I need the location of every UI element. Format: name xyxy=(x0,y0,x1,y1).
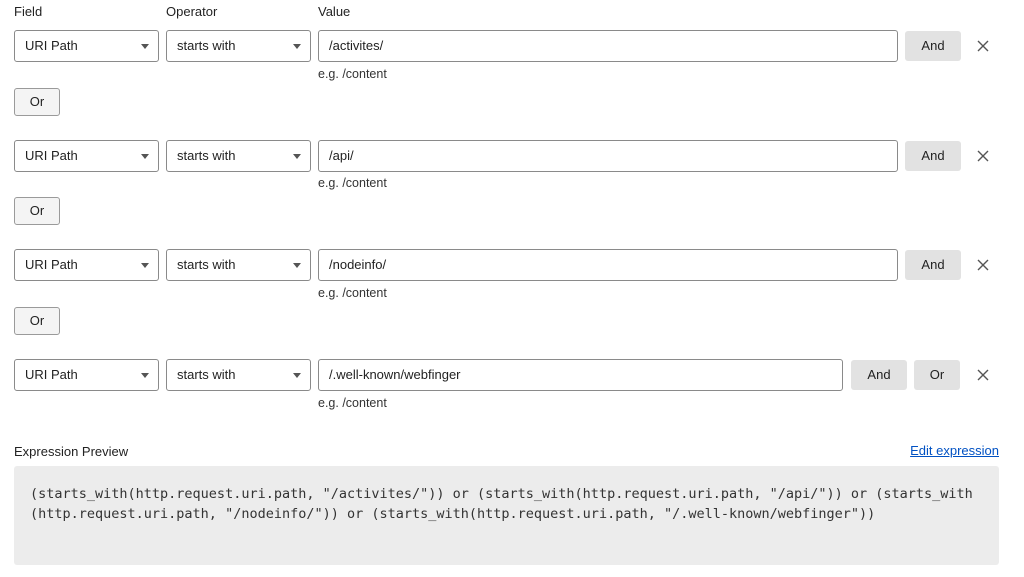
chevron-down-icon xyxy=(293,263,301,268)
operator-select[interactable]: starts with xyxy=(166,249,311,281)
chevron-down-icon xyxy=(293,44,301,49)
edit-expression-link[interactable]: Edit expression xyxy=(910,443,999,458)
value-input[interactable]: /nodeinfo/ xyxy=(318,249,898,281)
value-hint: e.g. /content xyxy=(318,286,387,300)
value-input[interactable]: /.well-known/webfinger xyxy=(318,359,843,391)
chevron-down-icon xyxy=(141,44,149,49)
operator-select[interactable]: starts with xyxy=(166,359,311,391)
chevron-down-icon xyxy=(293,373,301,378)
field-select[interactable]: URI Path xyxy=(14,359,159,391)
field-header: Field xyxy=(14,4,43,19)
value-input[interactable]: /activites/ xyxy=(318,30,898,62)
close-icon[interactable] xyxy=(975,38,991,54)
chevron-down-icon xyxy=(141,263,149,268)
close-icon[interactable] xyxy=(975,148,991,164)
operator-select-value: starts with xyxy=(177,367,236,382)
close-icon[interactable] xyxy=(975,367,991,383)
chevron-down-icon xyxy=(141,373,149,378)
field-select[interactable]: URI Path xyxy=(14,30,159,62)
value-input[interactable]: /api/ xyxy=(318,140,898,172)
value-header: Value xyxy=(318,4,351,19)
and-button[interactable]: And xyxy=(851,360,907,390)
expression-preview: (starts_with(http.request.uri.path, "/ac… xyxy=(14,466,999,565)
operator-select[interactable]: starts with xyxy=(166,30,311,62)
or-button[interactable]: Or xyxy=(914,360,960,390)
field-select[interactable]: URI Path xyxy=(14,249,159,281)
field-select-value: URI Path xyxy=(25,257,78,272)
field-select[interactable]: URI Path xyxy=(14,140,159,172)
operator-select-value: starts with xyxy=(177,257,236,272)
field-select-value: URI Path xyxy=(25,367,78,382)
operator-select-value: starts with xyxy=(177,38,236,53)
chevron-down-icon xyxy=(293,154,301,159)
operator-header: Operator xyxy=(166,4,218,19)
field-select-value: URI Path xyxy=(25,148,78,163)
operator-select-value: starts with xyxy=(177,148,236,163)
value-hint: e.g. /content xyxy=(318,176,387,190)
field-select-value: URI Path xyxy=(25,38,78,53)
or-button[interactable]: Or xyxy=(14,197,60,225)
and-button[interactable]: And xyxy=(905,31,961,61)
value-hint: e.g. /content xyxy=(318,67,387,81)
or-button[interactable]: Or xyxy=(14,88,60,116)
or-button[interactable]: Or xyxy=(14,307,60,335)
operator-select[interactable]: starts with xyxy=(166,140,311,172)
and-button[interactable]: And xyxy=(905,141,961,171)
value-hint: e.g. /content xyxy=(318,396,387,410)
close-icon[interactable] xyxy=(975,257,991,273)
and-button[interactable]: And xyxy=(905,250,961,280)
expression-preview-label: Expression Preview xyxy=(14,444,129,459)
chevron-down-icon xyxy=(141,154,149,159)
